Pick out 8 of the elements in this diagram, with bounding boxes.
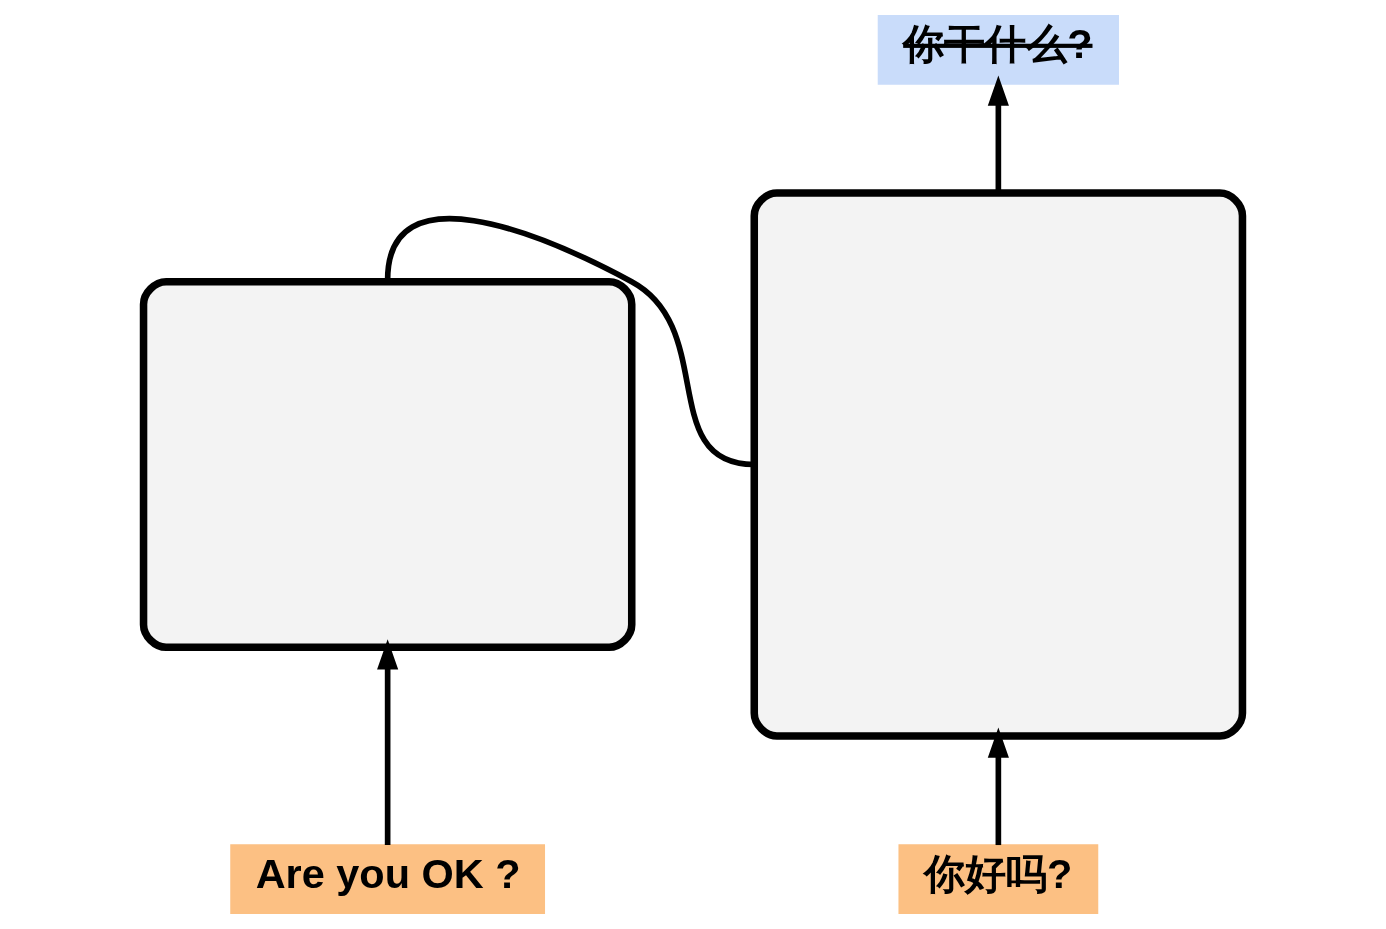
- node-box: [750, 189, 1247, 740]
- node-box: 你干什么?: [877, 14, 1119, 85]
- node-box: [139, 277, 636, 652]
- arrow: [377, 639, 399, 846]
- node-box: Are you OK ?: [230, 844, 546, 915]
- arrow: [987, 75, 1009, 193]
- arrow: [987, 727, 1009, 846]
- node-box: 你好吗?: [898, 844, 1099, 915]
